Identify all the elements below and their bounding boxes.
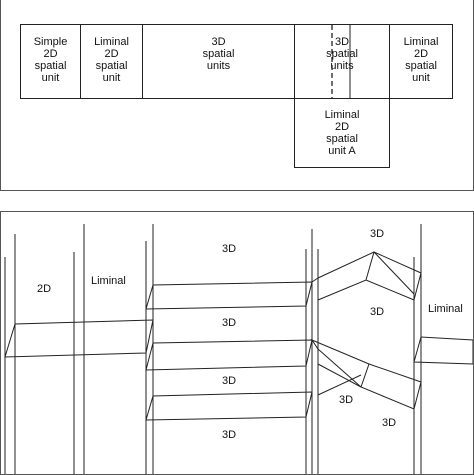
liminal-2d-unit-right: Liminal 2D spatial unit [389, 24, 453, 99]
ramp-upper-edge [311, 277, 319, 283]
bottom-panel: 2D Liminal 3D 3D 3D Liminal 3D 3D 3D 3D … [0, 211, 474, 475]
slab-row2 [145, 339, 313, 371]
liminal-2d-unit-a-label: Liminal 2D spatial unit A [324, 109, 360, 157]
label-3d-top-left: 3D [222, 243, 236, 255]
label-3d-top-right: 3D [370, 228, 384, 240]
ramp-upper-edge [413, 272, 422, 301]
top-panel: Simple 2D spatial unit Liminal 2D spatia… [0, 0, 474, 191]
liminal-2d-unit-a: Liminal 2D spatial unit A [294, 98, 390, 168]
label-liminal-right: Liminal [428, 303, 463, 315]
ramp-upper [317, 251, 415, 301]
label-3d-row1: 3D [222, 317, 236, 329]
ramp-lower-edge [317, 363, 362, 388]
ramp-lower-edge [317, 374, 362, 396]
3d-spatial-units-block: 3D spatial units [142, 24, 295, 99]
bottom-diagram: 2D Liminal 3D 3D 3D Liminal 3D 3D 3D 3D … [4, 224, 473, 474]
3d-spatial-units-label: 3D spatial units [202, 36, 235, 72]
slab-left [4, 319, 154, 358]
label-2d: 2D [37, 283, 51, 295]
liminal-2d-unit-right-label: Liminal 2D spatial unit [403, 36, 439, 84]
ramp-upper-edge [373, 251, 422, 274]
label-3d-lower-mid: 3D [339, 394, 353, 406]
top-diagram-overlay [331, 25, 351, 99]
ramp-lower [310, 338, 422, 410]
slab-row1 [145, 281, 313, 310]
ramp-lower-edge [360, 363, 370, 388]
label-3d-lower-right: 3D [382, 417, 396, 429]
slab-row3 [145, 391, 313, 421]
liminal-2d-unit-left-label: Liminal 2D spatial unit [94, 36, 129, 84]
label-3d-right-mid: 3D [370, 306, 384, 318]
simple-2d-unit: Simple 2D spatial unit [20, 24, 81, 99]
label-3d-row2: 3D [222, 375, 236, 387]
liminal-2d-unit-left: Liminal 2D spatial unit [80, 24, 143, 99]
slab-right [413, 336, 473, 365]
label-3d-row3: 3D [222, 429, 236, 441]
ramp-upper-edge [365, 251, 375, 281]
simple-2d-unit-label: Simple 2D spatial unit [33, 36, 68, 84]
label-liminal-left: Liminal [91, 275, 126, 287]
